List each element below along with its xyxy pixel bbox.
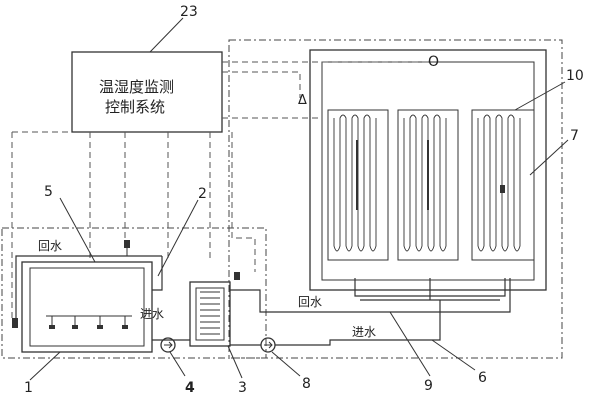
inlet-pipe-right — [275, 300, 441, 346]
tank-3-coil — [200, 291, 220, 335]
chamber-7 — [309, 49, 547, 291]
sensor-left-bottom — [12, 318, 18, 328]
signal-line-triangle — [222, 71, 301, 98]
label-1: 1 — [24, 380, 33, 396]
leader-10 — [514, 81, 566, 111]
exchanger-unit-middle — [397, 109, 459, 261]
inlet-label-left: 进水 — [140, 307, 164, 321]
controller-line2: 控制系统 — [105, 98, 165, 116]
pump-4 — [160, 337, 176, 353]
pump-4-arrow — [164, 341, 173, 349]
label-10: 10 — [566, 68, 584, 84]
leader-8 — [271, 351, 301, 377]
leader-1 — [29, 351, 61, 381]
leader-9 — [389, 311, 431, 377]
leader-2 — [157, 199, 199, 277]
tank-3 — [189, 281, 231, 347]
label-4: 4 — [185, 380, 195, 396]
controller-box — [71, 51, 223, 133]
return-pipe-left — [15, 255, 162, 322]
label-5: 5 — [44, 184, 53, 200]
leader-7 — [529, 139, 569, 176]
sensor-left-top — [124, 240, 130, 248]
right-boundary — [228, 39, 563, 359]
left-boundary — [1, 227, 267, 359]
return-pipe-left-drop — [152, 256, 163, 291]
chamber-1 — [21, 261, 153, 353]
controller-line1: 温湿度监测 — [99, 78, 174, 96]
label-2: 2 — [198, 186, 207, 202]
exchanger-unit-left — [327, 109, 389, 261]
tank-3-inner — [195, 287, 225, 341]
leader-4 — [169, 351, 186, 377]
label-9: 9 — [424, 378, 433, 394]
spray-manifold — [46, 315, 132, 329]
label-8: 8 — [302, 376, 311, 392]
signal-line-left6 — [231, 132, 256, 272]
leader-3 — [227, 345, 243, 379]
return-label-right: 回水 — [298, 295, 322, 309]
leader-5 — [59, 197, 96, 263]
sensor-triangle-symbol: Δ — [298, 93, 307, 108]
exchanger-unit-right — [471, 109, 535, 261]
pump-8-arrow — [264, 341, 273, 349]
label-23: 23 — [180, 4, 198, 20]
inlet-label-right: 进水 — [352, 325, 376, 339]
leader-23 — [149, 17, 184, 53]
label-6: 6 — [478, 370, 487, 386]
sensor-tank — [234, 272, 240, 280]
label-3: 3 — [238, 380, 247, 396]
label-7: 7 — [570, 128, 579, 144]
chamber-1-inner — [29, 267, 145, 347]
leader-6 — [431, 339, 476, 371]
sensor-circle-symbol: O — [428, 54, 439, 70]
return-label-left: 回水 — [38, 239, 62, 253]
return-pipe-right — [230, 278, 511, 313]
